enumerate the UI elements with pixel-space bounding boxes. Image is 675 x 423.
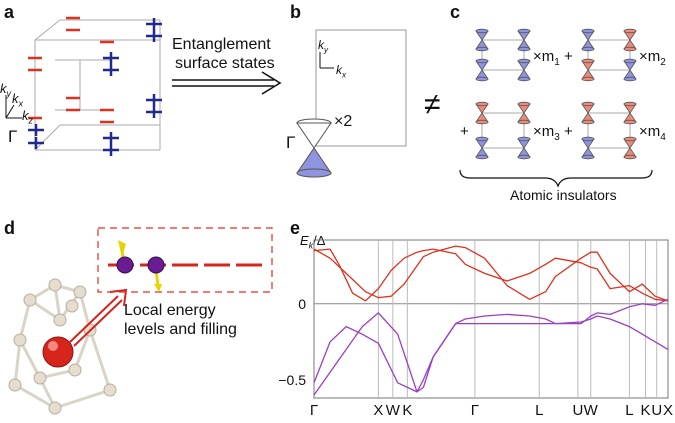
- not-equal-sign: ≠: [424, 88, 441, 121]
- multiplier-m3: ×m3 +: [533, 123, 573, 143]
- panel-label-c: c: [450, 2, 461, 22]
- cone-icon: [517, 58, 531, 82]
- band-line-4: [313, 298, 669, 396]
- cone-icon: [517, 28, 531, 52]
- y-tick-label: −0.5: [278, 372, 306, 388]
- x-tick-label: K: [402, 402, 412, 419]
- surface-brillouin-zone: [315, 29, 407, 147]
- x-tick-label: W: [584, 402, 599, 419]
- cone-icon: [623, 28, 637, 52]
- cone-icon: [475, 136, 489, 160]
- cone-icon: [581, 58, 595, 82]
- arrow-text-line2: surface states: [175, 55, 275, 72]
- chart-frame: [313, 239, 669, 399]
- atomic-insulators-brace: [459, 169, 653, 188]
- lattice-cluster: [8, 278, 117, 415]
- atomic-insulators-caption: Atomic insulators: [510, 187, 617, 203]
- axis-kx-label: kx: [12, 91, 23, 109]
- x-tick-label: U: [572, 402, 583, 419]
- x-tick-label: L: [625, 402, 633, 419]
- local-energy-caption-line2: levels and filling: [124, 321, 237, 338]
- dirac-cone: [296, 118, 332, 178]
- multiplier-m4: ×m4: [639, 123, 666, 143]
- gamma-label-a: Γ: [8, 127, 18, 146]
- panel-label-a: a: [4, 2, 15, 22]
- x-tick-label: X: [373, 402, 383, 419]
- cone-icon: [475, 58, 489, 82]
- multiplier-m1: ×m1 +: [533, 48, 573, 68]
- multiplier-x2: ×2: [334, 113, 353, 130]
- local-levels-box: [97, 227, 273, 293]
- axis-ky-label-b: ky: [318, 38, 328, 55]
- local-levels: [108, 240, 262, 292]
- impurity-arrow: [69, 288, 128, 347]
- red-levels: [28, 16, 114, 124]
- multiplier-m2: ×m2: [639, 48, 666, 68]
- local-energy-caption-line1: Local energy: [124, 302, 216, 319]
- arrow-text-line1: Entanglement: [172, 36, 271, 53]
- cone-icon: [581, 136, 595, 160]
- cone-icon: [581, 101, 595, 125]
- cone-icon: [475, 28, 489, 52]
- plus-sign: +: [460, 123, 469, 140]
- panel-label-d: d: [4, 218, 15, 238]
- axis-ky-label: ky: [0, 81, 11, 99]
- band-line-3: [313, 315, 669, 393]
- panel-label-e: e: [290, 218, 301, 238]
- blue-levels: [28, 18, 162, 156]
- x-tick-label: U: [651, 402, 662, 419]
- band-line-1: [313, 248, 669, 302]
- axis-kz-label: kz: [22, 108, 33, 126]
- x-tick-label: W: [386, 402, 401, 419]
- cone-icon: [581, 28, 595, 52]
- panel-label-b: b: [290, 2, 301, 22]
- x-tick-label: X: [663, 402, 673, 419]
- cone-icon: [623, 136, 637, 160]
- x-tick-label: Γ: [310, 402, 318, 419]
- x-tick-label: Γ: [471, 402, 479, 419]
- cone-icon: [517, 136, 531, 160]
- axis-kx-label-b: kx: [336, 63, 346, 80]
- gamma-label-b: Γ: [286, 133, 296, 152]
- cone-icon: [475, 101, 489, 125]
- band-line-2: [313, 245, 669, 302]
- entanglement-arrow: [172, 71, 282, 95]
- cone-icon: [623, 58, 637, 82]
- y-tick-label: 0: [298, 296, 306, 312]
- x-tick-label: L: [535, 402, 543, 419]
- cone-icon: [623, 101, 637, 125]
- x-tick-label: K: [640, 402, 650, 419]
- cone-icon: [517, 101, 531, 125]
